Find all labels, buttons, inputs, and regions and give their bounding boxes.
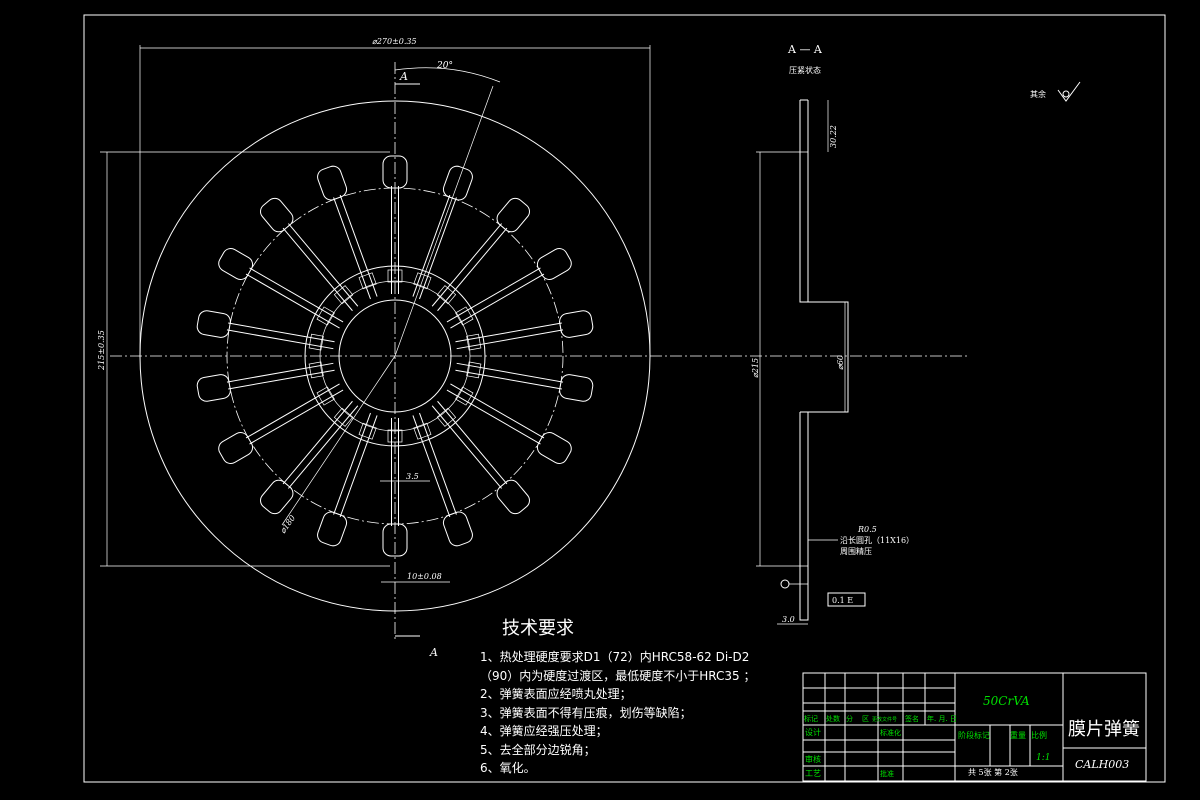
drawing-frame xyxy=(83,14,1166,783)
angle-label: 20° xyxy=(436,61,453,71)
spring-finger xyxy=(431,400,530,515)
main-dimensions: ⌀270±0.35 215±0.35 20° 3.5 10±0.08 ⌀180 … xyxy=(97,37,651,659)
technical-notes: 技术要求 1、热处理硬度要求D1（72）内HRC58-62 Di-D2 （90）… xyxy=(480,614,810,778)
spring-finger xyxy=(455,361,594,402)
spring-finger xyxy=(317,412,378,547)
standard-label: 标准化 xyxy=(880,728,901,737)
section-dia-label: ⌀215 xyxy=(751,358,760,378)
row-label-1: 处数 xyxy=(826,714,840,723)
section-subtitle: 压紧状态 xyxy=(789,65,821,75)
spring-finger xyxy=(446,383,572,464)
row-label-6: 年. 月. 日 xyxy=(927,714,957,723)
section-marker-top: A xyxy=(399,70,408,83)
ratio-label: 比例 xyxy=(1031,730,1047,740)
section-title: A — A xyxy=(787,43,823,56)
title-block: 50CrVA 膜片弹簧 CALH003 1:1 共 5张 第 2张 阶段标记 重… xyxy=(802,672,1147,782)
roughness-label: 其余 xyxy=(1030,89,1046,99)
spring-finger xyxy=(196,310,335,351)
spring-finger xyxy=(431,197,530,312)
weight-label: 重量 xyxy=(1010,730,1026,740)
spring-finger xyxy=(455,310,594,351)
row-label-2: 分 xyxy=(846,714,853,723)
note-line-2: （90）内为硬度过渡区，最低硬度不小于HRC35 ； xyxy=(480,668,756,683)
note-line-1: 1、热处理硬度要求D1（72）内HRC58-62 Di-D2 xyxy=(480,650,750,664)
section-view: A — A 压紧状态 ⌀215 ⌀60 30.22 R0.5 沿长圆孔（11X1… xyxy=(751,43,914,625)
outer-dia-label: ⌀270±0.35 xyxy=(372,37,417,46)
roughness-symbol: 其余 xyxy=(1030,81,1081,102)
stage-label: 阶段标记 xyxy=(958,730,990,740)
spring-finger xyxy=(382,418,408,557)
row-label-3: 区 xyxy=(862,715,869,723)
radius-label: R0.5 xyxy=(857,525,877,534)
scale-label: 1:1 xyxy=(1036,753,1050,763)
angle-ray xyxy=(394,85,494,357)
drawing-number: CALH003 xyxy=(1075,758,1129,771)
spring-finger xyxy=(412,412,473,547)
inner-dia-label: ⌀180 xyxy=(278,514,297,536)
row-label-0: 标记 xyxy=(804,714,818,723)
process-label: 工艺 xyxy=(805,769,821,778)
approve-label: 批准 xyxy=(880,769,894,778)
spring-finger xyxy=(260,400,359,515)
spring-finger xyxy=(317,165,378,300)
tolerance-frame xyxy=(827,592,866,607)
note-line-4: 3、弹簧表面不得有压痕，划伤等缺陷； xyxy=(480,705,692,720)
note-line-3: 2、弹簧表面应经喷丸处理； xyxy=(480,687,632,701)
spring-finger xyxy=(446,248,572,329)
spring-finger xyxy=(196,361,335,402)
spring-finger xyxy=(260,197,359,312)
row-label-5: 签名 xyxy=(905,714,919,723)
row-label-4: 更改文件号 xyxy=(872,716,897,723)
sheets-label: 共 5张 第 2张 xyxy=(968,767,1018,777)
spring-finger xyxy=(218,248,344,329)
section-hole-label: ⌀60 xyxy=(836,355,845,370)
slot-width-label: 3.5 xyxy=(406,472,419,481)
datum-circle xyxy=(780,579,790,589)
note-line-6: 5、去全部分边锐角； xyxy=(480,742,596,757)
thickness-label: 30.22 xyxy=(829,125,838,148)
part-name: 膜片弹簧 xyxy=(1068,719,1140,740)
hole-note: 沿长圆孔（11X16） xyxy=(840,535,914,545)
spring-front-view xyxy=(110,62,970,640)
section-marker-bottom: A xyxy=(429,646,438,659)
bottom-thickness-label: 3.0 xyxy=(782,615,795,624)
material-label: 50CrVA xyxy=(983,694,1030,708)
spring-finger xyxy=(218,383,344,464)
review-label: 审核 xyxy=(805,754,821,764)
diag-ray xyxy=(281,355,396,526)
hole-note-2: 周围精压 xyxy=(840,546,872,556)
height-label: 215±0.35 xyxy=(97,330,106,371)
notes-title: 技术要求 xyxy=(502,618,574,639)
note-line-5: 4、弹簧应经强压处理； xyxy=(480,724,608,738)
tolerance-label: 0.1 E xyxy=(832,596,853,605)
note-line-7: 6、氧化。 xyxy=(480,761,536,775)
design-label: 设计 xyxy=(805,727,821,737)
finger-width-label: 10±0.08 xyxy=(407,572,442,581)
